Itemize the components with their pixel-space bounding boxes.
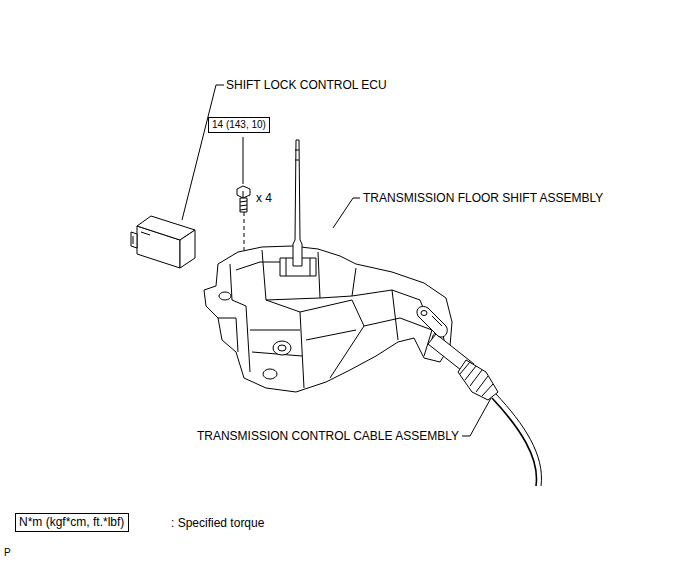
torque-text: 14 (143, 10): [212, 119, 266, 131]
part-label: TRANSMISSION FLOOR SHIFT ASSEMBLY: [363, 191, 603, 205]
cable-drawing: [417, 306, 542, 486]
leader-line: [243, 137, 244, 184]
torque-box: 14 (143, 10): [208, 117, 270, 133]
part-label: SHIFT LOCK CONTROL ECU: [226, 78, 387, 92]
part-label: P: [4, 546, 11, 560]
leader-line: [462, 398, 491, 436]
leader-line: [182, 85, 224, 220]
floor-shift-drawing: [204, 140, 452, 392]
bolt-drawing: [237, 186, 250, 212]
part-label: TRANSMISSION CONTROL CABLE ASSEMBLY: [197, 429, 459, 443]
leader-line: [333, 198, 360, 228]
part-label: : Specified torque: [171, 516, 264, 530]
part-label: x 4: [256, 191, 272, 205]
torque-text: N*m (kgf*cm, ft.*lbf): [19, 515, 124, 529]
torque-box: N*m (kgf*cm, ft.*lbf): [15, 513, 129, 532]
ecu-drawing: [131, 216, 195, 268]
